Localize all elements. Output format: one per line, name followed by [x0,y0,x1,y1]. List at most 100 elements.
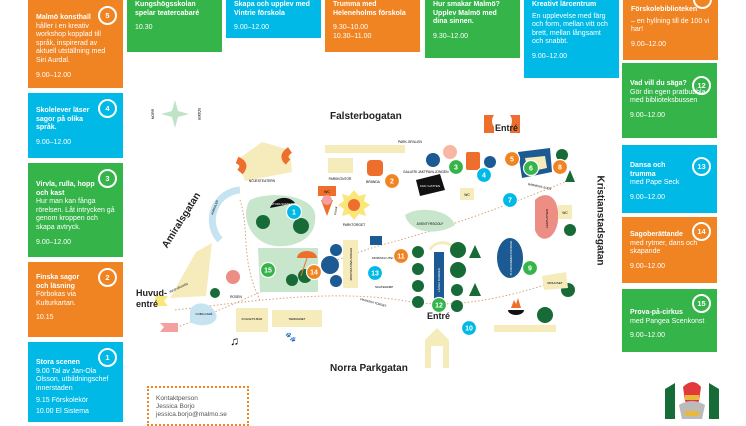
parkkontor-building [328,158,353,173]
label-ridhuset: RIDHUSET [547,281,563,285]
card-time: 9.00–12.00 [36,71,72,79]
label-terrariet: TERRARIET [288,317,305,321]
entrance-gate-top [484,115,520,133]
umbrella-icon [484,156,496,168]
map-marker-number: 8 [558,165,562,172]
label-kiosk: KIOSK [333,206,338,215]
event-card-trumma: Trumma med Heleneholms förskola 9.30–10.… [325,0,420,52]
card-time: 9.00–12.00 [630,111,666,119]
label-folkets-bar: FOLKETS BAR [242,317,264,321]
card-title: Finska sagor och läsning [36,274,80,290]
map-marker-1 [285,203,303,221]
paw-icon: 🐾 [285,332,296,342]
folkets-bar [236,308,268,332]
tree-icon [564,224,576,236]
event-card-kreativt-larcentrum: Kreativt lärcentrum En upplevelse med fä… [524,0,619,78]
card-time: 9.30–10.00 10.30–11.00 [333,24,372,40]
number-badge: 3 [98,169,117,188]
far-i-hatten-building [416,174,445,196]
number-badge: 13 [692,157,711,176]
label-wc: WC [324,190,330,194]
event-card-forskolebiblioteken: Förskolebiblioteken – en hyllning till d… [623,0,718,60]
map-marker-number: 7 [508,198,512,205]
umbrella-icon [426,153,440,167]
event-card-vintrie: Skapa och upplev med Vintrie förskola 9.… [226,0,321,38]
card-title: Trumma med Heleneholms förskola [333,1,406,17]
music-note-icon: ♫ [230,334,239,348]
map-marker-number: 11 [397,254,405,261]
card-title: Dansa och trumma [630,162,666,178]
event-card-2: 2 Finska sagor och läsning Förbokas via … [28,262,123,337]
map-marker-4 [475,166,493,184]
map-marker-13 [366,264,384,282]
label-parkkontor: PARKKONTOR [329,177,352,181]
label-franska-torget: FRANSKA TORGET [360,297,387,308]
map-marker-number: 12 [435,303,443,310]
map-marker-10 [460,319,478,337]
street-falsterbogatan: Falsterbogatan [330,111,402,122]
grill-icon [508,310,524,315]
map-marker-2 [383,172,401,190]
card-title: Malmö konsthall [36,14,91,21]
card-desc: med Pape Seck [630,179,680,187]
langa-dammen [434,252,444,302]
card-desc: En upplevelse med färg och form, mellan … [532,12,608,46]
event-card-hur-smakar-malmo: Hur smakar Malmö? Upplev Malmö med dina … [425,0,520,58]
tree-icon [565,170,575,182]
map-marker-number: 13 [371,271,379,278]
rosen-flower [226,270,240,284]
park-map: NORR SÖDER NÖJESTEATERN STORA SCENEN AMI… [125,90,620,385]
event-card-13: 13 Dansa och trumma med Pape Seck 9.00–1… [622,145,717,213]
map-marker-number: 4 [482,173,486,180]
compass-star-icon [161,100,189,128]
label-barnens-scen: BARNENS SCEN [528,182,552,191]
card-desc: Hur man kan fånga rörelsen. Låt intrycke… [36,198,115,231]
label-moriska-paviljongen: MORISKA PAVILJONGEN [349,248,353,281]
number-badge: 4 [98,99,117,118]
label-skateramp: SKATERAMP [375,285,393,289]
entrance-gate-bottom [425,328,449,368]
street-norra-parkgatan: Norra Parkgatan [330,363,408,374]
card-desc: med Pangea Scenkonst [630,317,705,325]
label-far-i-hatten: FAR I HATTEN [420,184,440,188]
event-card-14: 14 Sagoberättande med rytmer, dans och s… [622,217,717,283]
amiralen-arc [208,186,241,243]
nojesteatern-building [237,142,292,181]
card-time: 9.30–12.00 [433,32,469,40]
card-time: 9.00–12.00 [532,52,568,60]
compass-south: SÖDER [197,108,201,121]
map-marker-number: 14 [310,270,318,277]
map-marker-8 [551,158,569,176]
card-desc: 9.00 Tal av Jan-Ola Olsson, utbildningsc… [36,367,109,392]
label-parktorget: PARKTORGET [343,223,365,227]
card-time: 10.15 [36,314,54,322]
contact-label: Kontaktperson [156,395,198,402]
card-title: Prova-på-cirkus [630,309,683,316]
street-kristianstadsgatan: Kristianstadsgatan [594,175,606,266]
aventyrsgolf-area [405,209,455,232]
card-title: Vad vill du säga? [630,80,687,87]
card-time: 9.00–12.00 [630,193,666,201]
label-galleri: GALLERI JAKTPAVILJONGEN [403,170,449,174]
building [325,145,405,153]
label-moriska-utescen: MORISKA UTESCEN [372,256,401,260]
map-marker-9 [521,259,539,277]
label-cuba-cafe: CUBA CAFÉ [195,311,212,316]
event-card-3: 3 Virvla, rulla, hopp och kast Hur man k… [28,163,123,257]
card-desc: – en hyllning till de 100 vi har! [631,17,710,34]
label-langa-dammen: LÅNGA DAMMEN [436,268,441,292]
map-marker-5 [503,150,521,168]
main-entrance-label: Huvud- entré [136,288,167,309]
number-badge: 1 [98,348,117,367]
walking-path [239,199,261,301]
event-card-1: 1 Stora scenen 9.00 Tal av Jan-Ola Olsso… [28,342,123,422]
card-time: 9.00–12.00 [631,40,667,48]
map-marker-number: 1 [292,210,296,217]
card-desc: med rytmer, dans och skapande [630,239,698,256]
tree-icon [556,149,568,161]
plaskdammen [497,238,523,278]
map-marker-number: 5 [510,157,514,164]
contact-email[interactable]: jessica.borjo@malmo.se [156,411,227,418]
entrance-bottom-label: Entré [427,311,451,321]
card-title: Stora scenen [36,359,80,366]
